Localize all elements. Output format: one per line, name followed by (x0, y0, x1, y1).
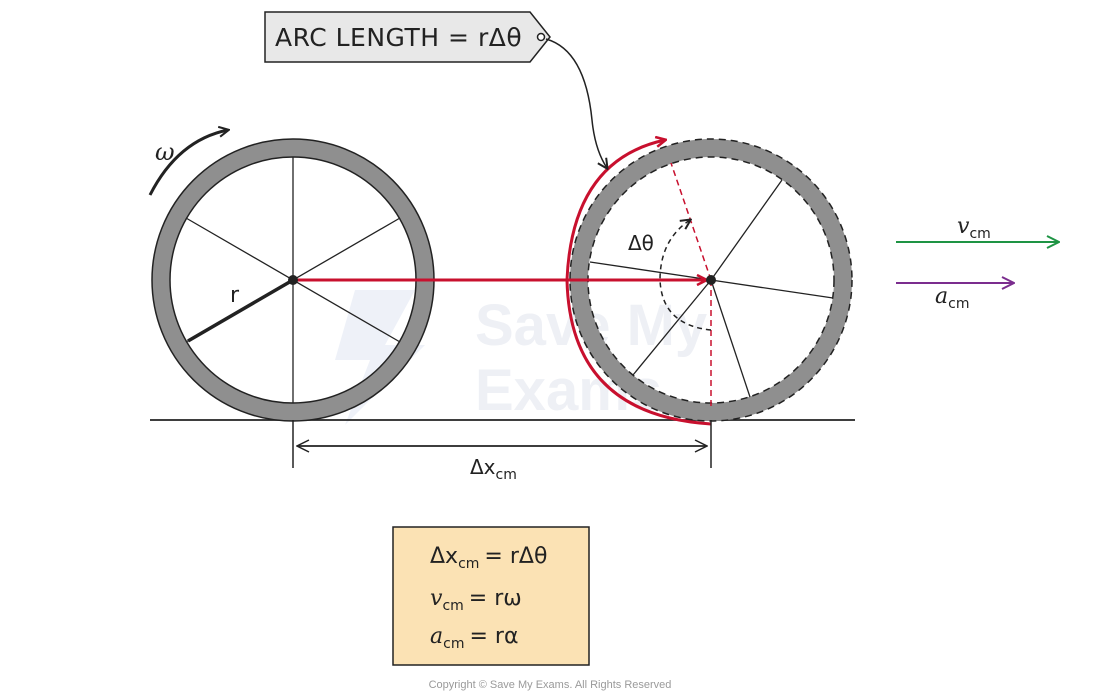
delta-theta-label: Δθ (628, 231, 654, 255)
omega-label: ω (155, 138, 175, 166)
radius-line (187, 278, 294, 343)
acceleration-indicator: acm (896, 283, 1013, 312)
acceleration-label: acm (935, 284, 969, 312)
delta-x-dimension: Δxcm (292, 420, 712, 483)
tag-hole-icon (536, 32, 546, 42)
centre-right (706, 275, 716, 285)
delta-theta-arc (659, 220, 712, 331)
copyright-text: Copyright © Save My Exams. All Rights Re… (429, 679, 672, 691)
equation-delta-x: Δxcm= rΔθ (430, 544, 547, 572)
spokes-right (589, 179, 834, 398)
equations-box: Δxcm= rΔθ vcm= rω acm= rα (392, 526, 590, 666)
velocity-label: vcm (957, 214, 991, 242)
radius-label: r (230, 283, 240, 308)
tag-shape (264, 11, 551, 63)
equation-velocity: vcm= rω (430, 586, 522, 614)
equations-box-bg (392, 526, 590, 666)
centre-left (288, 275, 298, 285)
rotated-radius (670, 162, 712, 281)
tag-pointer-arrow (545, 38, 607, 168)
omega-arrow (148, 130, 228, 196)
tag-label: ARC LENGTH = rΔθ (275, 23, 522, 52)
arc-length-tag: ARC LENGTH = rΔθ (264, 11, 607, 168)
delta-x-label: Δxcm (470, 455, 517, 483)
equation-acceleration: acm= rα (430, 624, 518, 652)
velocity-indicator: vcm (896, 214, 1058, 242)
watermark-bolt-icon (335, 290, 425, 425)
